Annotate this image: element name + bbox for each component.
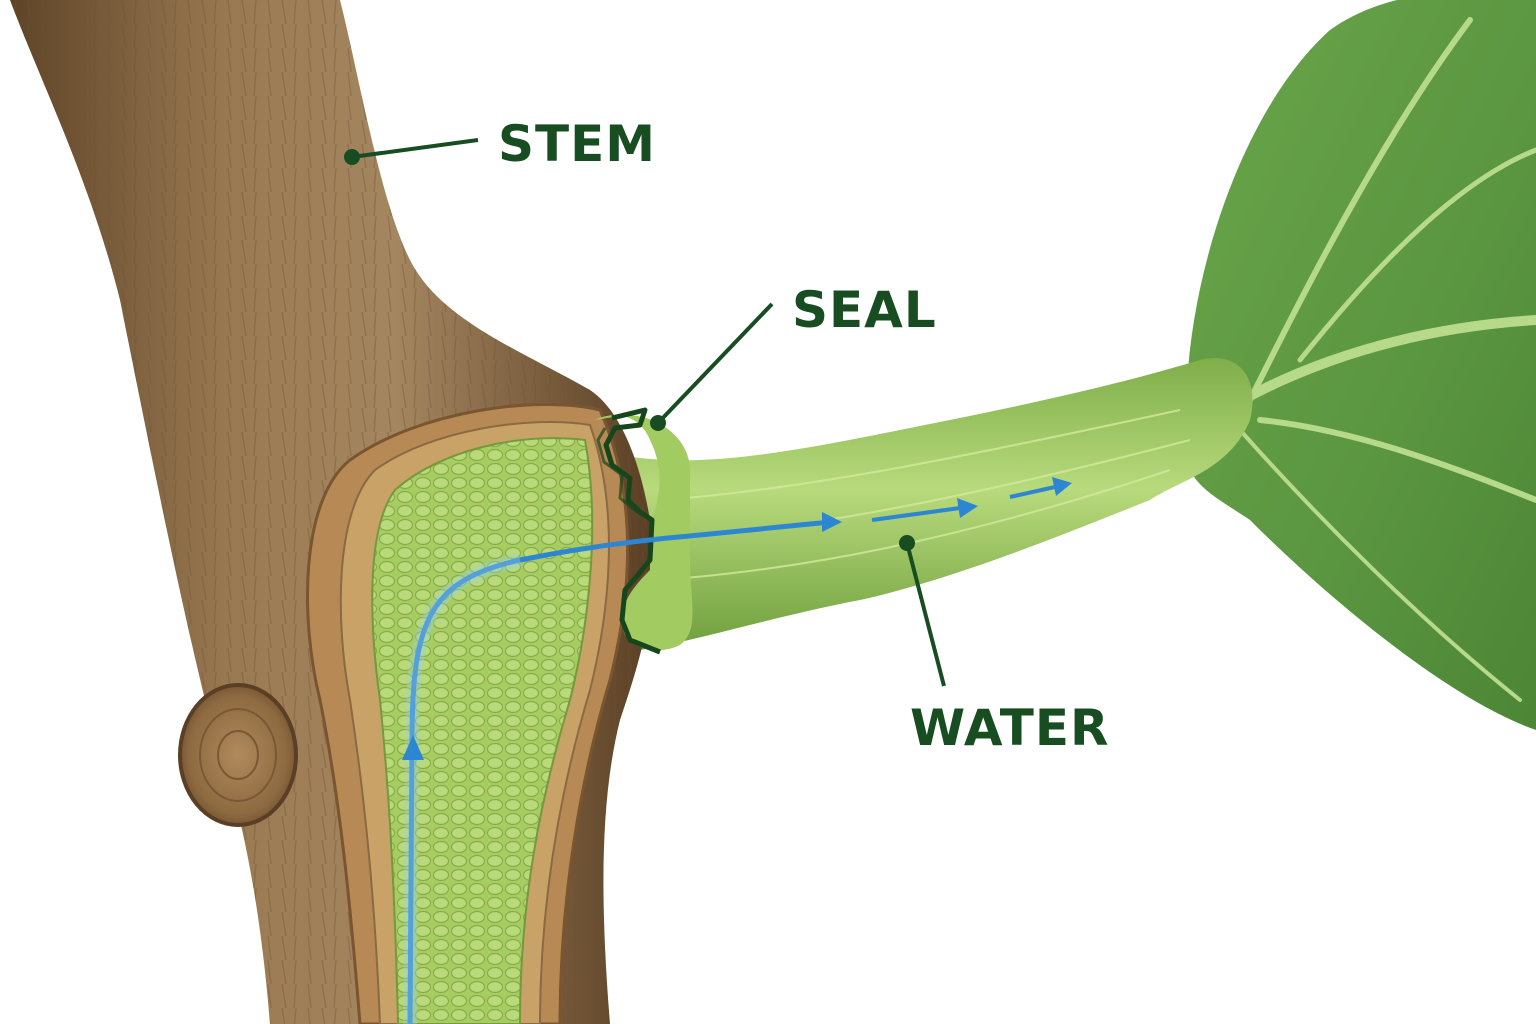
water-flow bbox=[402, 477, 1072, 1024]
water-flow-arrow-icon bbox=[822, 512, 842, 532]
leaf-veins bbox=[1175, 17, 1536, 702]
seal-dot-marker bbox=[650, 415, 666, 431]
seal-outline bbox=[603, 407, 661, 655]
seal-label: SEAL bbox=[792, 281, 937, 339]
water-flow-arrow-icon bbox=[1052, 477, 1072, 496]
petiole bbox=[620, 358, 1253, 650]
vascular-tissue bbox=[371, 437, 594, 1024]
water-label: WATER bbox=[910, 699, 1109, 757]
stem-label: STEM bbox=[498, 115, 656, 173]
water-callout: WATER bbox=[899, 535, 1109, 757]
water-flow-path bbox=[407, 519, 833, 1024]
water-dot-marker bbox=[899, 535, 915, 551]
branch-scar-knot bbox=[178, 683, 298, 827]
node-seal-region bbox=[595, 415, 693, 651]
stem-dot-marker bbox=[344, 149, 360, 165]
water-flow-arrow-icon bbox=[957, 498, 978, 518]
water-flow-arrow-icon bbox=[402, 735, 424, 760]
leaf-blade bbox=[1186, 0, 1536, 730]
seal-callout: SEAL bbox=[650, 281, 937, 431]
stem-callout: STEM bbox=[344, 115, 656, 173]
